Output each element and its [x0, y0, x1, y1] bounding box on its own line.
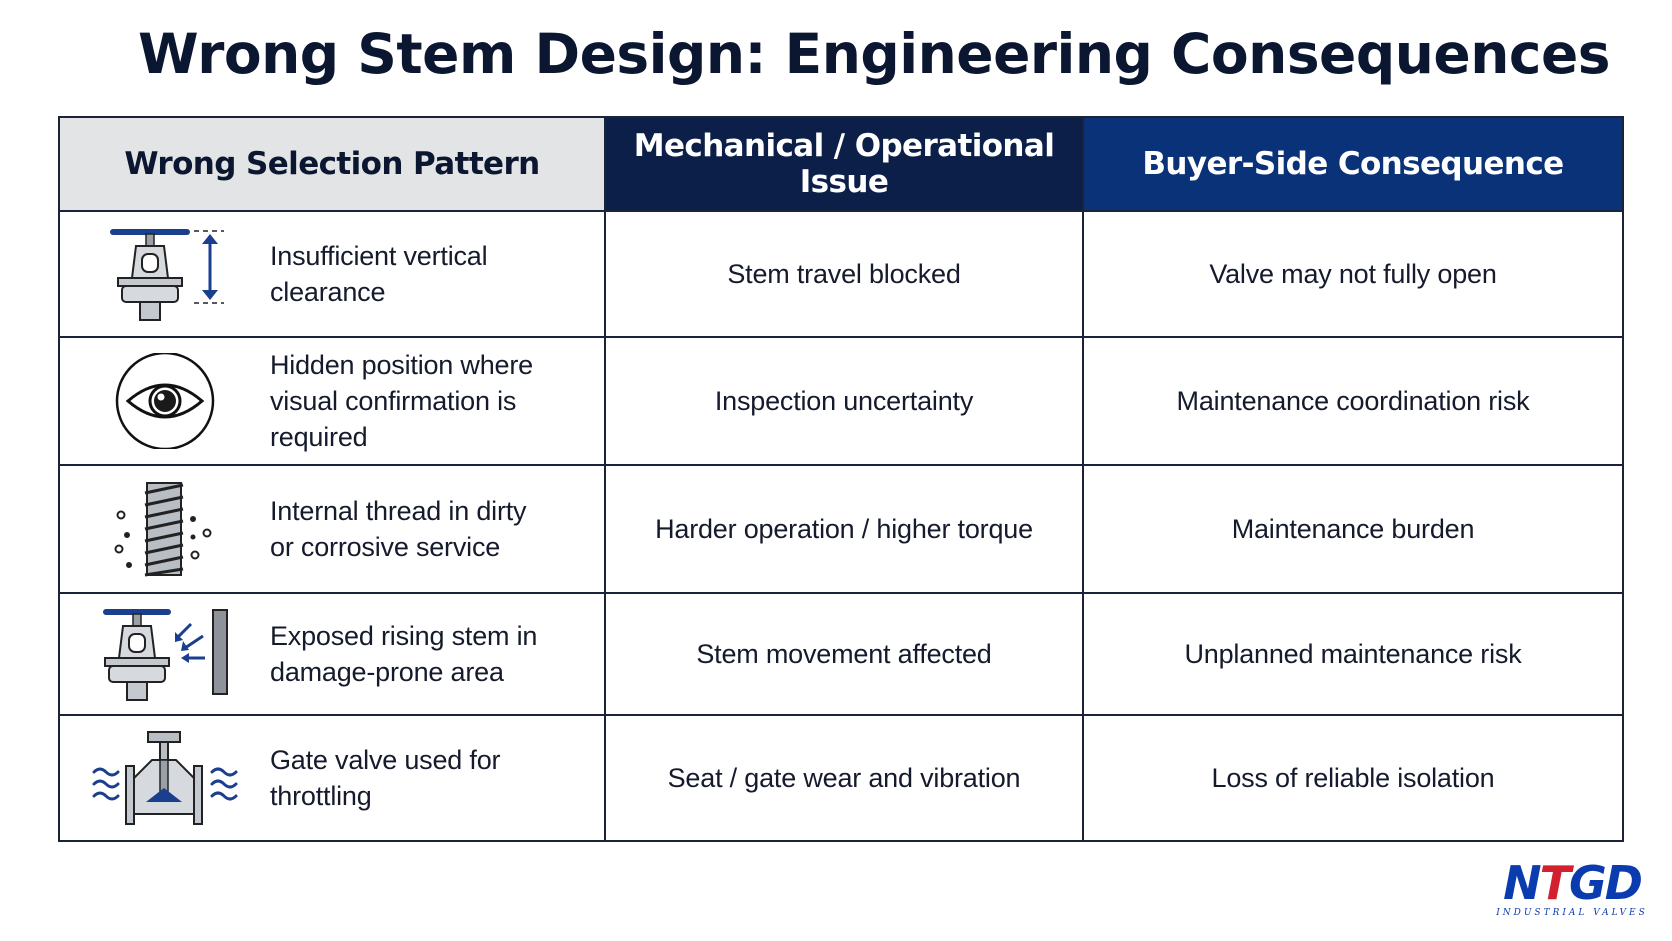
page-title: Wrong Stem Design: Engineering Consequen… [138, 22, 1611, 86]
column-header-pattern: Wrong Selection Pattern [58, 116, 606, 212]
table-row: Hidden position where visual confirmatio… [58, 336, 1624, 466]
consequence-cell: Unplanned maintenance risk [1082, 592, 1624, 716]
table-row: Exposed rising stem in damage-prone area… [58, 592, 1624, 716]
logo-mark: NTGD [1492, 860, 1652, 906]
pattern-cell: Insufficient vertical clearance [58, 210, 606, 338]
column-header-consequence: Buyer-Side Consequence [1082, 116, 1624, 212]
consequences-table: Wrong Selection Pattern Mechanical / Ope… [58, 116, 1624, 842]
exposed-stem-impact-icon [60, 606, 270, 702]
logo-letters-gd: GD [1568, 856, 1643, 910]
eye-icon [60, 353, 270, 449]
table-row: Gate valve used for throttling Seat / ga… [58, 714, 1624, 842]
pattern-text: Hidden position where visual confirmatio… [270, 350, 533, 452]
consequence-cell: Valve may not fully open [1082, 210, 1624, 338]
table-header-row: Wrong Selection Pattern Mechanical / Ope… [58, 116, 1624, 212]
column-header-issue: Mechanical / Operational Issue [604, 116, 1084, 212]
logo-letter-t: T [1539, 856, 1571, 910]
issue-cell: Stem movement affected [604, 592, 1084, 716]
issue-cell: Harder operation / higher torque [604, 464, 1084, 594]
table-row: Insufficient vertical clearance Stem tra… [58, 210, 1624, 338]
table-row: Internal thread in dirty or corrosive se… [58, 464, 1624, 594]
pattern-cell: Hidden position where visual confirmatio… [58, 336, 606, 466]
pattern-text: Insufficient vertical clearance [270, 241, 488, 307]
pattern-cell: Gate valve used for throttling [58, 714, 606, 842]
issue-cell: Inspection uncertainty [604, 336, 1084, 466]
issue-cell: Seat / gate wear and vibration [604, 714, 1084, 842]
valve-clearance-icon [60, 226, 270, 322]
pattern-cell: Exposed rising stem in damage-prone area [58, 592, 606, 716]
consequence-cell: Maintenance burden [1082, 464, 1624, 594]
threaded-stem-icon [60, 481, 270, 577]
pattern-text: Gate valve used for throttling [270, 745, 501, 811]
pattern-text: Internal thread in dirty or corrosive se… [270, 496, 527, 562]
consequence-cell: Maintenance coordination risk [1082, 336, 1624, 466]
logo-tagline: INDUSTRIAL VALVES [1496, 908, 1648, 918]
pattern-cell: Internal thread in dirty or corrosive se… [58, 464, 606, 594]
consequence-cell: Loss of reliable isolation [1082, 714, 1624, 842]
logo-letter-n: N [1503, 856, 1541, 910]
pattern-text: Exposed rising stem in damage-prone area [270, 621, 538, 687]
issue-cell: Stem travel blocked [604, 210, 1084, 338]
company-logo: NTGD INDUSTRIAL VALVES [1492, 860, 1652, 920]
gate-valve-flow-icon [60, 730, 270, 826]
